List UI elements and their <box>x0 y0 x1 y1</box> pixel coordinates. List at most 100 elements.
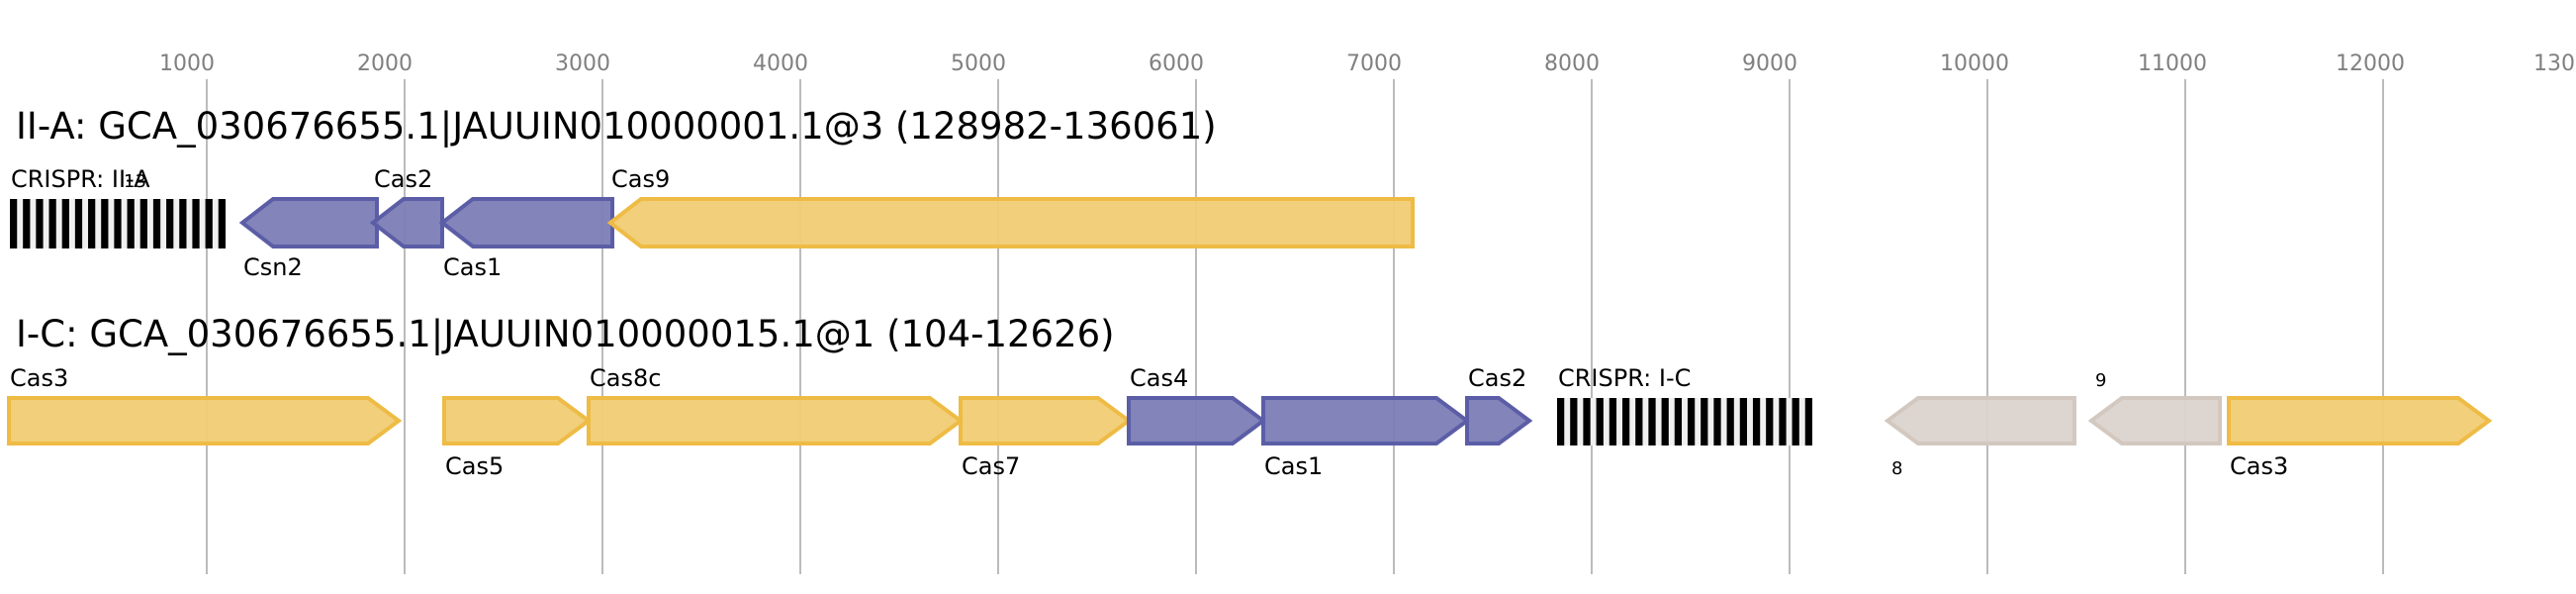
axis-tick-label: 8000 <box>1544 51 1600 76</box>
axis-tick-label: 3000 <box>555 51 610 76</box>
crispr-repeat <box>23 199 31 248</box>
axis-tick-label: 5000 <box>951 51 1006 76</box>
gene-cas1[interactable]: Cas1 <box>1261 396 1471 480</box>
axis-tick-label: 9000 <box>1742 51 1797 76</box>
gene-arrow-forward <box>1127 396 1267 446</box>
feature-label: 8 <box>1891 458 1902 479</box>
crispr-repeat <box>139 199 147 248</box>
gene-arrow-forward <box>959 396 1133 446</box>
axis-tick-label: 12000 <box>2336 51 2405 76</box>
crispr-repeat <box>1635 398 1643 446</box>
feature-label: Cas3 <box>2230 452 2288 480</box>
crispr-repeat <box>192 199 200 248</box>
axis-tick-label: 1000 <box>159 51 215 76</box>
loci: II-A: GCA_030676655.1|JAUUIN010000001.1@… <box>7 105 2493 480</box>
crispr-repeat <box>1583 398 1591 446</box>
gene-cas5[interactable]: Cas5 <box>442 396 593 480</box>
axis-tick-label: 11000 <box>2138 51 2207 76</box>
gene-cas4[interactable]: Cas4 <box>1127 364 1267 446</box>
crispr-repeat <box>1621 398 1630 446</box>
gene-cas3[interactable]: Cas3 <box>7 364 403 446</box>
crispr-repeat <box>101 199 109 248</box>
crispr-repeat <box>1609 398 1617 446</box>
crispr-repeat <box>1739 398 1748 446</box>
locus-row: I-C: GCA_030676655.1|JAUUIN010000015.1@1… <box>7 313 2493 480</box>
gene-arrow-forward <box>442 396 593 446</box>
gene-arrow-reverse <box>369 197 444 248</box>
axis-tick-label: 2000 <box>357 51 413 76</box>
crispr-repeat <box>48 199 56 248</box>
feature-label: Cas9 <box>611 165 670 193</box>
crispr-repeat <box>205 199 213 248</box>
feature-label: Cas3 <box>10 364 68 392</box>
crispr-array[interactable]: CRISPR: II-A <box>10 165 226 248</box>
crispr-repeat <box>1752 398 1761 446</box>
crispr-repeat <box>127 199 135 248</box>
crispr-repeat <box>1779 398 1787 446</box>
gene-arrow-reverse <box>438 197 614 248</box>
gene-9[interactable]: 9 <box>2087 370 2222 446</box>
axis-tick-label: 7000 <box>1346 51 1402 76</box>
gene-8[interactable]: 8 <box>1884 396 2076 479</box>
feature-label: Cas2 <box>374 165 432 193</box>
gene-arrow-forward <box>1465 396 1533 446</box>
axis-tick-label: 10000 <box>1940 51 2009 76</box>
feature-label: Cas5 <box>445 452 504 480</box>
locus-title: II-A: GCA_030676655.1|JAUUIN010000001.1@… <box>16 105 1217 148</box>
locus-row: II-A: GCA_030676655.1|JAUUIN010000001.1@… <box>10 105 1415 281</box>
crispr-background <box>1557 398 1812 446</box>
gene-cas1[interactable]: Cas1 <box>438 197 614 281</box>
feature-label: CRISPR: II-A <box>11 165 150 193</box>
crispr-repeat <box>1687 398 1696 446</box>
feature-label: Cas2 <box>1468 364 1526 392</box>
feature-label: Csn2 <box>243 253 303 281</box>
feature-label: Cas4 <box>1130 364 1188 392</box>
crispr-repeat <box>1570 398 1578 446</box>
axis-tick-label: 13000 <box>2533 51 2576 76</box>
crispr-repeat <box>36 199 44 248</box>
feature-label: 9 <box>2095 370 2106 391</box>
crispr-repeat <box>74 199 83 248</box>
gene-arrow-reverse <box>606 197 1415 248</box>
crispr-repeat <box>166 199 174 248</box>
crispr-repeat <box>179 199 187 248</box>
crispr-repeat <box>88 199 96 248</box>
feature-label: Cas7 <box>962 452 1020 480</box>
crispr-array[interactable]: CRISPR: I-C <box>1557 364 1812 446</box>
crispr-repeat <box>1726 398 1734 446</box>
crispr-repeat <box>1596 398 1604 446</box>
crispr-repeat <box>10 199 18 248</box>
crispr-repeat <box>1804 398 1812 446</box>
crispr-repeat <box>152 199 161 248</box>
gene-cas3[interactable]: Cas3 <box>2227 396 2493 480</box>
gene-arrow-forward <box>587 396 965 446</box>
gene-cas2[interactable]: Cas2 <box>369 165 444 248</box>
gene-arrow-forward <box>7 396 403 446</box>
feature-label: CRISPR: I-C <box>1558 364 1691 392</box>
gene-arrow-reverse <box>2087 396 2222 446</box>
feature-label: Cas8c <box>590 364 661 392</box>
crispr-repeat <box>1557 398 1565 446</box>
axis-tick-label: 6000 <box>1149 51 1204 76</box>
crispr-repeat <box>1766 398 1774 446</box>
overlay-label: 13 <box>124 171 146 192</box>
crispr-repeat <box>1701 398 1708 446</box>
crispr-repeat <box>1674 398 1683 446</box>
gene-arrow-reverse <box>1884 396 2076 446</box>
crispr-repeat <box>218 199 226 248</box>
gene-cas7[interactable]: Cas7 <box>959 396 1133 480</box>
gene-arrow-forward <box>1261 396 1471 446</box>
feature-label: Cas1 <box>443 253 502 281</box>
crispr-repeat <box>1661 398 1669 446</box>
axis-tick-label: 4000 <box>753 51 808 76</box>
gene-cas2[interactable]: Cas2 <box>1465 364 1533 446</box>
gene-csn2[interactable]: Csn2 <box>238 197 379 281</box>
crispr-repeat <box>1792 398 1799 446</box>
crispr-repeat <box>1648 398 1656 446</box>
gene-arrow-forward <box>2227 396 2493 446</box>
gene-cas9[interactable]: Cas9 <box>606 165 1415 248</box>
crispr-repeat <box>1713 398 1721 446</box>
crispr-repeat <box>61 199 69 248</box>
gene-cas8c[interactable]: Cas8c <box>587 364 965 446</box>
